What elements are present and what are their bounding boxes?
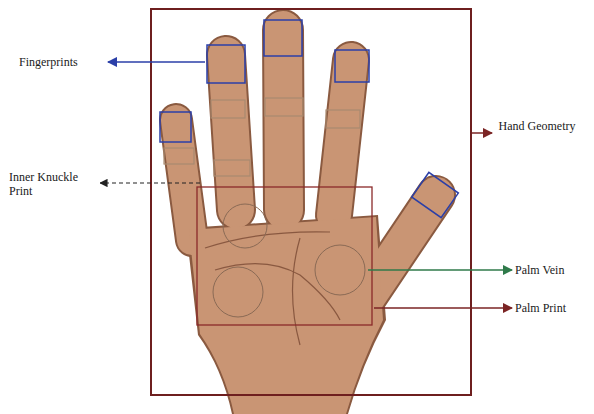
knuckle-label: Inner Knuckle Print <box>8 170 100 198</box>
palm-vein-label: Palm Vein <box>514 263 590 277</box>
palm-print-label: Palm Print <box>514 301 590 315</box>
fingerprints-label: Fingerprints <box>18 55 106 69</box>
geometry-label: Hand Geometry <box>496 119 578 133</box>
